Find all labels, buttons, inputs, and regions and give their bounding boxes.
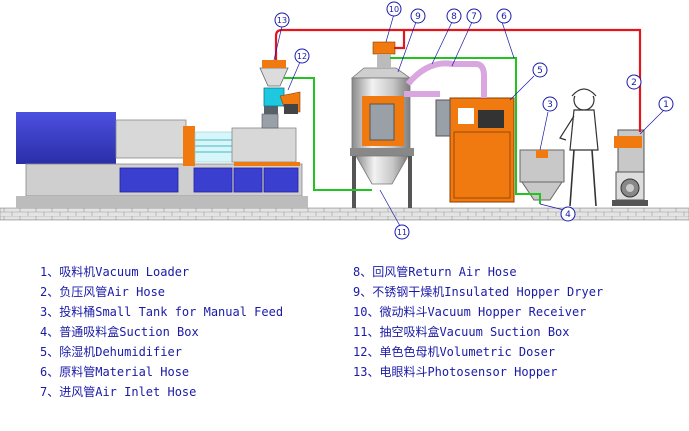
legend-item: 13、电眼料斗Photosensor Hopper — [353, 365, 558, 379]
material-hose-main — [390, 57, 541, 204]
legend-item: 11、抽空吸料盒Vacuum Suction Box — [353, 325, 570, 339]
callout-10: 10 — [385, 1, 402, 43]
callout-11: 11 — [379, 189, 410, 240]
inlet-hose — [405, 60, 487, 98]
legend-item: 2、负压风管Air Hose — [40, 285, 166, 299]
svg-text:1: 1 — [663, 100, 669, 110]
callout-2: 2 — [626, 74, 642, 90]
air-hose — [274, 28, 642, 132]
vacuum-loader — [612, 129, 648, 206]
callout-4: 4 — [539, 203, 576, 222]
system-diagram: 1 2 3 4 5 6 7 — [0, 1, 689, 240]
legend-left-column: 1、吸料机Vacuum Loader 2、负压风管Air Hose 3、投料桶S… — [40, 262, 283, 402]
legend-item: 4、普通吸料盒Suction Box — [40, 325, 199, 339]
callout-6: 6 — [496, 8, 515, 59]
legend-item: 7、进风管Air Inlet Hose — [40, 385, 197, 399]
dehumidifier — [435, 97, 515, 203]
callout-1: 1 — [639, 96, 674, 135]
air-hose-receiver — [394, 30, 406, 50]
svg-text:6: 6 — [501, 12, 507, 22]
callout-9: 9 — [397, 8, 426, 73]
injection-molding-machine — [16, 102, 308, 208]
callout-5: 5 — [509, 62, 548, 101]
svg-text:7: 7 — [471, 12, 477, 22]
svg-text:4: 4 — [565, 210, 571, 220]
callout-12: 12 — [287, 48, 310, 91]
material-hose — [284, 77, 372, 191]
insulated-hopper-dryer — [350, 67, 414, 208]
manual-feed-tank — [519, 149, 565, 201]
callout-3: 3 — [539, 96, 558, 151]
legend-item: 1、吸料机Vacuum Loader — [40, 265, 190, 279]
legend-item: 10、微动料斗Vacuum Hopper Receiver — [353, 305, 587, 319]
legend-item: 6、原料管Material Hose — [40, 365, 190, 379]
svg-text:10: 10 — [389, 5, 399, 14]
photosensor-hopper — [259, 60, 289, 87]
operator-figure — [559, 88, 599, 207]
callout-8: 8 — [431, 8, 462, 65]
svg-text:3: 3 — [547, 100, 553, 110]
legend-item: 5、除湿机Dehumidifier — [40, 345, 182, 359]
svg-text:5: 5 — [537, 66, 543, 76]
callout-13: 13 — [273, 12, 290, 61]
vacuum-hopper-receiver — [372, 41, 396, 68]
callout-7: 7 — [451, 8, 482, 67]
svg-text:9: 9 — [415, 12, 421, 22]
legend-item: 3、投料桶Small Tank for Manual Feed — [40, 305, 284, 319]
svg-text:13: 13 — [277, 16, 287, 25]
svg-text:11: 11 — [397, 228, 407, 237]
svg-text:8: 8 — [451, 12, 457, 22]
svg-text:12: 12 — [297, 52, 307, 61]
legend-item: 12、单色色母机Volumetric Doser — [353, 345, 556, 359]
volumetric-doser — [263, 87, 301, 114]
svg-text:2: 2 — [631, 78, 637, 88]
legend-item: 9、不锈钢干燥机Insulated Hopper Dryer — [353, 285, 604, 299]
legend-item: 8、回风管Return Air Hose — [353, 265, 517, 279]
legend-right-column: 8、回风管Return Air Hose 9、不锈钢干燥机Insulated H… — [353, 262, 603, 382]
floor — [0, 207, 689, 221]
